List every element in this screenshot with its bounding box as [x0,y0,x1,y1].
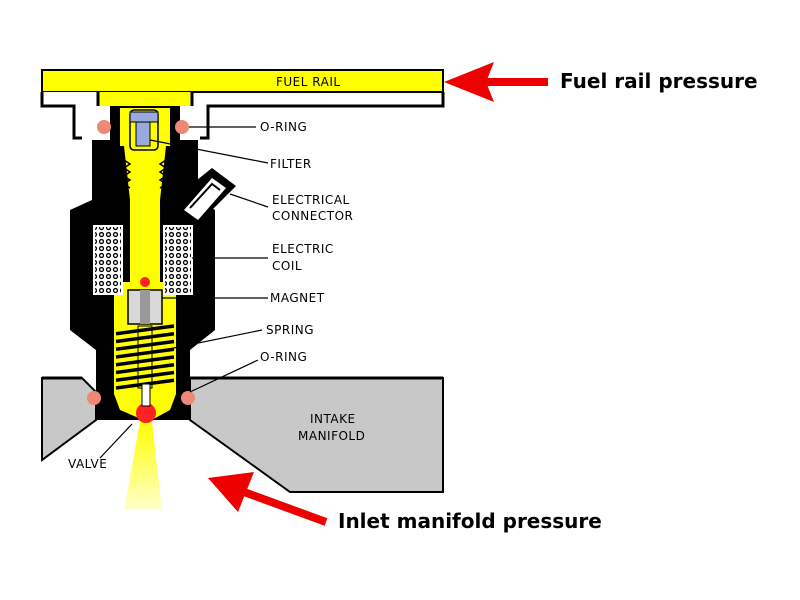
leader-lines [99,126,269,459]
o-ring-top-left [97,120,111,134]
electric-coil-left [93,225,123,295]
valve-label: VALVE [68,457,107,471]
fuel-rail [40,69,445,140]
magnet [127,277,163,325]
intake-manifold-label-line2: MANIFOLD [298,429,365,443]
fuel-rail-label: FUEL RAIL [276,75,341,89]
o-ring-top-label: O-RING [260,120,307,134]
valve-ball [136,403,156,423]
electric-coil-right [163,225,193,295]
o-ring-bottom-right [181,391,195,405]
magnet-top-ball [140,277,150,287]
electric-coil-label-line2: COIL [272,259,302,273]
spring-label: SPRING [266,323,314,337]
spring [115,324,175,390]
spring-coil [115,332,175,344]
inlet-manifold-pressure-callout: Inlet manifold pressure [338,509,602,533]
electric-coil-label-line1: ELECTRIC [272,242,334,256]
o-ring-bottom-label: O-RING [260,350,307,364]
spring-coil [115,363,175,375]
o-ring-top-right [175,120,189,134]
spring-coil [115,324,175,336]
magnet-label: MAGNET [270,291,325,305]
electrical-connector-label-line2: CONNECTOR [272,209,353,223]
filter-label: FILTER [270,157,312,171]
fuel-spray [124,422,162,510]
electrical-connector-label-line1: ELECTRICAL [272,193,350,207]
spring-coil [115,370,175,382]
fuel-rail-pressure-arrow [444,62,548,102]
intake-manifold-label-line1: INTAKE [310,412,356,426]
o-ring-bottom-left [87,391,101,405]
filter [129,109,159,151]
inlet-manifold-pressure-arrow [208,472,328,526]
spring-coil [115,339,175,351]
fuel-rail-pressure-callout: Fuel rail pressure [560,69,758,93]
spring-coil [115,355,175,367]
